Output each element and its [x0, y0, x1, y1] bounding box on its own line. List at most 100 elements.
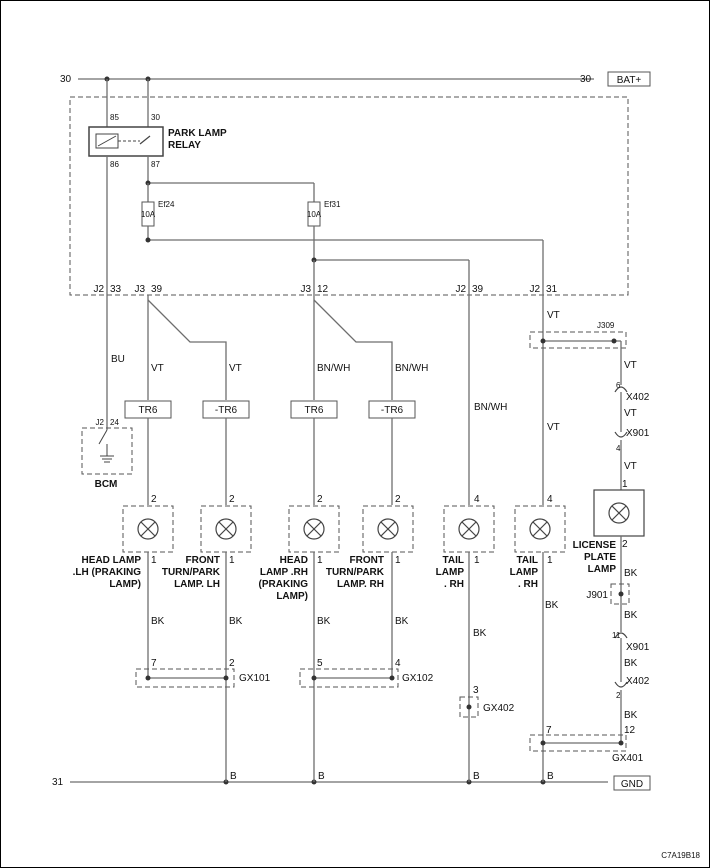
relay-switch-icon — [139, 135, 151, 145]
fuse-name: Ef31 — [324, 200, 341, 209]
lamp-name: HEAD — [280, 555, 308, 566]
ground-gx401: 7 12 GX401 — [529, 725, 644, 764]
lamp-pin: 2 — [317, 494, 323, 505]
lamp-pin: 2 — [151, 494, 157, 505]
x901-pin: 4 — [616, 444, 621, 453]
lamp-name: LAMP. LH — [174, 579, 220, 590]
lamp-name: HEAD LAMP — [82, 555, 142, 566]
relay-pin-30: 30 — [151, 113, 160, 122]
fuse-rating: 10A — [307, 210, 322, 219]
ground-rail: 31 GND B B B B — [52, 771, 651, 791]
lamp-pin: 4 — [547, 494, 553, 505]
lamp-head-lh: 2 1 HEAD LAMP .LH (PRAKING LAMP) — [73, 494, 174, 590]
wire-color-label: BN/WH — [395, 363, 428, 374]
x901-label: X901 — [626, 428, 650, 439]
gnd-box — [613, 775, 651, 791]
bcm-label: BCM — [95, 479, 118, 490]
wire-color-label: VT — [624, 408, 637, 419]
connector-label: J2 — [455, 284, 466, 295]
lamp-name: LAMP) — [109, 579, 141, 590]
wire-color-label: BK — [229, 616, 243, 627]
connector-pin: 12 — [317, 284, 329, 295]
fuse-rating: 10A — [141, 210, 156, 219]
connector-label: J2 — [93, 284, 104, 295]
ground-pin: 4 — [395, 658, 401, 669]
j901-connector: J901 — [586, 583, 630, 605]
junction-dot — [389, 675, 395, 681]
ground-rail-left-label: 31 — [52, 777, 64, 788]
ground-b-label: B — [318, 771, 325, 782]
tr6-label: TR6 — [139, 405, 158, 416]
bcm-module: J2 24 BCM — [81, 418, 133, 490]
lamp-name: LAMP — [588, 564, 617, 575]
lamp-name: FRONT — [186, 555, 220, 566]
j901-label: J901 — [586, 590, 608, 601]
ground-b-label: B — [473, 771, 480, 782]
wire-color-label: VT — [624, 360, 637, 371]
junction-dot — [618, 740, 624, 746]
lamp-name: TAIL — [443, 555, 464, 566]
lamp-license-plate: 1 2 LICENSE PLATE LAMP — [573, 479, 645, 575]
wire-color-label: VT — [229, 363, 242, 374]
fuse-relay-box-boundary — [69, 96, 629, 296]
lamp-front-turn-rh: 2 1 FRONT TURN/PARK LAMP. RH — [326, 494, 414, 590]
connector-pin: 39 — [472, 284, 484, 295]
wire-color-label: BU — [111, 354, 125, 365]
wire-color-label: BK — [624, 658, 638, 669]
wire-color-label: BK — [624, 568, 638, 579]
lamp-name: TURN/PARK — [326, 567, 385, 578]
ground-label: GX102 — [402, 673, 434, 684]
wire-color-label: BK — [624, 710, 638, 721]
wire-color-label: BN/WH — [474, 402, 507, 413]
ground-pin: 3 — [473, 685, 479, 696]
lamp-name: LAMP — [510, 567, 539, 578]
ground-gx102: 5 4 GX102 — [299, 658, 434, 688]
lamp-name: . RH — [444, 579, 464, 590]
lamp-pin: 1 — [229, 555, 235, 566]
x402-label: X402 — [626, 676, 650, 687]
x901-upper-connector: X901 4 — [614, 428, 650, 453]
connector-pin: 39 — [151, 284, 163, 295]
gnd-label: GND — [621, 779, 643, 790]
wire-color-label: BN/WH — [317, 363, 350, 374]
connector-label: J3 — [300, 284, 311, 295]
lamp-tail-rh-1: 4 1 TAIL LAMP . RH — [436, 494, 495, 590]
lamp-pin: 1 — [317, 555, 323, 566]
tr6-label: -TR6 — [215, 405, 238, 416]
x402-label: X402 — [626, 392, 650, 403]
lamp-name: . RH — [518, 579, 538, 590]
ground-pin: 12 — [624, 725, 636, 736]
junction-dot — [618, 591, 624, 597]
wire-color-label: VT — [151, 363, 164, 374]
wire-color-label: VT — [547, 422, 560, 433]
ground-label: GX101 — [239, 673, 271, 684]
lamp-head-rh: 2 1 HEAD LAMP .RH (PRAKING LAMP) — [259, 494, 340, 602]
connector-pin: 33 — [110, 284, 122, 295]
power-rail-right-label: 30 — [580, 74, 592, 85]
bat-plus-box — [607, 71, 651, 87]
park-lamp-relay: 85 30 86 87 PARK LAMP RELAY — [88, 79, 227, 183]
lamp-name: LAMP .RH — [260, 567, 308, 578]
wire-color-label: BK — [151, 616, 165, 627]
x402-lower-connector: X402 2 — [614, 676, 650, 700]
power-rail: 30 30 BAT+ — [60, 71, 651, 87]
connector-labels: J2 33 J3 39 J3 12 J2 39 J2 31 — [93, 284, 557, 295]
junction-dot — [611, 338, 617, 344]
lamp-name: LAMP) — [276, 591, 308, 602]
lamp-pin: 1 — [622, 479, 628, 490]
relay-pin-85: 85 — [110, 113, 119, 122]
junction-dot — [466, 704, 472, 710]
tr6-label: -TR6 — [381, 405, 404, 416]
lamp-pin: 1 — [395, 555, 401, 566]
x402-upper-connector: 6 X402 — [614, 381, 650, 403]
relay-pin-86: 86 — [110, 160, 119, 169]
lamp-pin: 1 — [547, 555, 553, 566]
ground-pin: 7 — [546, 725, 552, 736]
lamp-name: FRONT — [350, 555, 384, 566]
lamp-pin: 2 — [395, 494, 401, 505]
bat-plus-label: BAT+ — [617, 75, 642, 86]
ground-label: GX401 — [612, 753, 644, 764]
fuse-name: Ef24 — [158, 200, 175, 209]
lamp-name: TURN/PARK — [162, 567, 221, 578]
